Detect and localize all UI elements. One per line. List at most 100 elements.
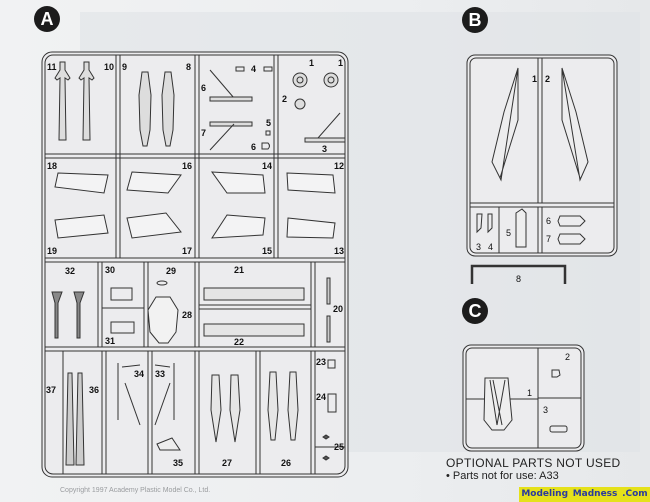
part-a33-pair xyxy=(51,291,85,339)
label-b3: 3 xyxy=(476,242,481,252)
part-b1-fin xyxy=(491,67,519,182)
part-a6 xyxy=(261,142,270,150)
label-a27: 26 xyxy=(281,458,291,468)
label-a6: 6 xyxy=(251,142,256,152)
part-b5 xyxy=(515,208,527,248)
label-a15: 14 xyxy=(262,161,272,171)
label-b6: 6 xyxy=(546,216,551,226)
label-a29: 28 xyxy=(182,310,192,320)
label-a31: 30 xyxy=(105,265,115,275)
part-a35-34-legs xyxy=(117,363,175,426)
label-a34: 33 xyxy=(155,369,165,379)
label-a11: 10 xyxy=(104,62,114,72)
sprue-b-frame xyxy=(466,54,618,257)
part-a28-tanks xyxy=(210,374,241,443)
label-a1: 1 xyxy=(309,58,314,68)
modeling-madness-watermark: Modeling Madness .Com xyxy=(519,487,650,502)
label-a2: 2 xyxy=(282,94,287,104)
watermark-line-3: .Com xyxy=(622,489,648,499)
part-a36 xyxy=(156,437,181,451)
label-c2: 2 xyxy=(565,352,570,362)
label-c1: 1 xyxy=(527,388,532,398)
part-a5 xyxy=(265,130,271,136)
part-c1-canopy xyxy=(483,377,513,431)
label-a21: 20 xyxy=(333,304,343,314)
label-a22: 21 xyxy=(234,265,244,275)
label-a5: 5 xyxy=(266,118,271,128)
label-a12: 11 xyxy=(47,62,57,72)
part-numbers-a: 11 10 9 8 4 6 7 5 6 1 1 2 3 18 16 14 12 … xyxy=(46,58,344,468)
part-b2-fin xyxy=(561,67,589,182)
part-c2 xyxy=(551,369,561,378)
label-a23: 22 xyxy=(234,337,244,347)
label-a25: 24 xyxy=(316,392,326,402)
sprue-b-badge: B xyxy=(462,7,488,33)
label-a20: 19 xyxy=(47,246,57,256)
label-a30: 29 xyxy=(166,266,176,276)
label-a4: 4 xyxy=(251,64,256,74)
sprue-a-badge: A xyxy=(34,6,60,32)
label-a1b: 1 xyxy=(338,58,343,68)
part-a12-bomb xyxy=(54,61,71,141)
part-a1-wheels xyxy=(292,72,339,88)
optional-parts-heading: OPTIONAL PARTS NOT USED xyxy=(446,456,621,470)
part-a30 xyxy=(156,280,168,286)
part-a11-bomb xyxy=(78,61,95,141)
label-a35: 34 xyxy=(134,369,144,379)
label-b2: 2 xyxy=(545,74,550,84)
part-numbers-b: 1 2 3 4 5 6 7 8 xyxy=(476,74,551,284)
part-a21-pair xyxy=(326,277,331,343)
label-a18: 17 xyxy=(182,246,192,256)
label-a33: 32 xyxy=(65,266,75,276)
label-a14: 13 xyxy=(334,246,344,256)
optional-parts-note: OPTIONAL PARTS NOT USED • Parts not for … xyxy=(446,456,646,483)
label-a7: 6 xyxy=(201,83,206,93)
label-a28: 27 xyxy=(222,458,232,468)
label-a9: 8 xyxy=(186,62,191,72)
label-b1: 1 xyxy=(532,74,537,84)
part-a22-bar xyxy=(203,287,305,301)
part-a7-strut xyxy=(209,69,253,102)
label-a13: 12 xyxy=(334,161,344,171)
label-a24: 23 xyxy=(316,357,326,367)
part-a2-wheel xyxy=(294,98,306,110)
copyright-text: Copyright 1997 Academy Plastic Model Co.… xyxy=(60,487,211,494)
label-b8: 8 xyxy=(516,274,521,284)
part-a32 xyxy=(110,321,135,334)
label-a8: 7 xyxy=(201,128,206,138)
optional-parts-bullet: • Parts not for use: A33 xyxy=(446,470,559,482)
part-b8-frame xyxy=(470,264,567,284)
label-a17: 16 xyxy=(182,161,192,171)
label-a37: 36 xyxy=(89,385,99,395)
label-b7: 7 xyxy=(546,234,551,244)
panels-row2 xyxy=(54,171,336,239)
watermark-line-2: Madness xyxy=(572,489,618,499)
part-a26 xyxy=(322,434,330,461)
label-a38: 37 xyxy=(46,385,56,395)
label-c3: 3 xyxy=(543,405,548,415)
part-a29-panel xyxy=(147,296,179,344)
part-a23-bar xyxy=(203,323,305,337)
part-b6-b7 xyxy=(557,215,586,245)
part-a37-38-struts xyxy=(65,372,85,466)
watermark-line-1: Modeling xyxy=(521,489,569,499)
part-a3-strut xyxy=(304,112,346,143)
part-numbers-c: 1 2 3 xyxy=(527,352,570,415)
part-a10-tank xyxy=(138,71,152,147)
label-a32: 31 xyxy=(105,336,115,346)
label-a10: 9 xyxy=(122,62,127,72)
part-a9-tank xyxy=(161,71,175,147)
label-a19: 18 xyxy=(47,161,57,171)
sprue-c-badge: C xyxy=(462,298,488,324)
part-a4 xyxy=(235,66,273,72)
label-a16: 15 xyxy=(262,246,272,256)
part-a24 xyxy=(327,359,336,369)
part-a8-strut xyxy=(209,121,253,151)
part-a27-bombs xyxy=(267,371,299,441)
label-a26: 25 xyxy=(334,442,344,452)
part-b3-b4 xyxy=(476,213,493,234)
part-c3 xyxy=(549,425,568,433)
part-a25 xyxy=(327,393,337,413)
label-a3: 3 xyxy=(322,144,327,154)
